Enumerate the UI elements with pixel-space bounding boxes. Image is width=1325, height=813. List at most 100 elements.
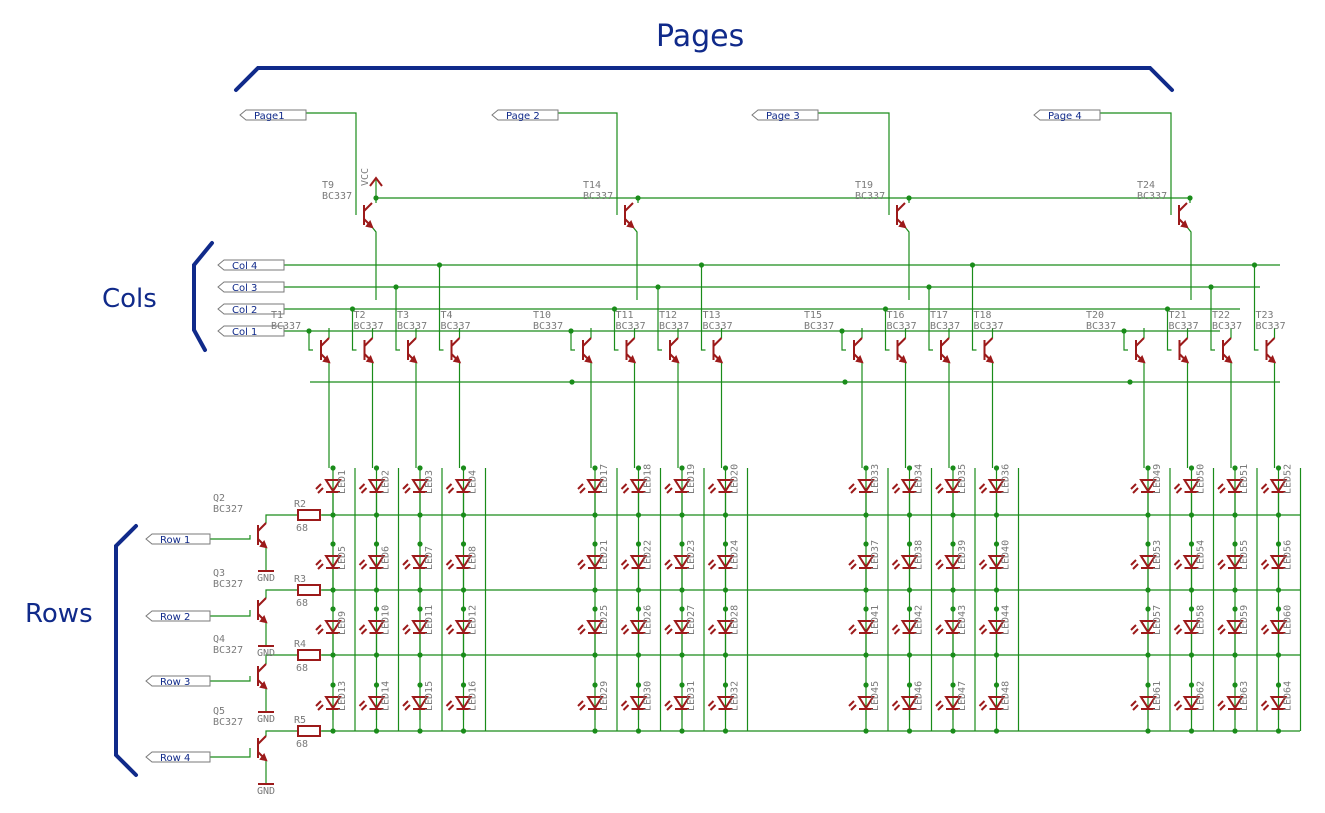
junction-dot — [1232, 682, 1238, 688]
led: LED21 — [577, 540, 610, 570]
col-base — [841, 331, 846, 351]
row-transistor — [257, 663, 268, 690]
led: LED33 — [848, 464, 881, 494]
gnd-label: GND — [257, 786, 275, 797]
led-label: LED53 — [1152, 540, 1163, 570]
junction-dot — [592, 606, 598, 612]
led-label: LED4 — [468, 470, 479, 494]
rows-bracket — [114, 524, 138, 777]
row-label-4-box — [145, 751, 211, 763]
junction-dot — [330, 606, 336, 612]
row-transistor — [257, 522, 268, 549]
row-base — [210, 676, 251, 682]
vcc-label: VCC — [360, 168, 371, 186]
led-label: LED28 — [730, 605, 741, 635]
led: LED37 — [848, 540, 881, 570]
page-wire — [818, 112, 890, 215]
led: LED57 — [1130, 605, 1163, 635]
junction-dot — [679, 682, 685, 688]
led: LED44 — [978, 605, 1012, 635]
page-transistor — [1178, 202, 1189, 229]
col-transistor — [1265, 337, 1277, 364]
led: LED23 — [664, 540, 697, 570]
page-transistor — [624, 202, 635, 229]
led: LED2 — [358, 470, 392, 494]
junction-dot — [460, 541, 467, 547]
led: LED9 — [315, 611, 348, 635]
col-base — [1123, 331, 1128, 351]
led: LED11 — [402, 605, 435, 635]
col-transistor-name: T10 — [533, 310, 551, 321]
col-transistor — [896, 337, 908, 364]
gnd-label: GND — [257, 648, 275, 659]
col-base — [438, 265, 444, 351]
col-transistor-type: BC337 — [397, 321, 427, 332]
junction-dot — [460, 682, 467, 688]
junction-dot — [679, 541, 685, 547]
led-label: LED31 — [686, 681, 697, 711]
col-base — [1210, 287, 1215, 351]
col-transistor-type: BC337 — [271, 321, 301, 332]
junction-dot — [863, 606, 869, 612]
resistor-value: 68 — [296, 739, 308, 750]
col-base — [351, 309, 357, 351]
col-base — [700, 265, 706, 351]
led-label: LED63 — [1239, 681, 1250, 711]
junction-dot — [1208, 284, 1214, 290]
col-transistor-type: BC337 — [930, 321, 960, 332]
led: LED41 — [848, 605, 881, 635]
led-label: LED27 — [686, 605, 697, 635]
col-transistor — [712, 337, 724, 364]
led-label: LED49 — [1152, 464, 1163, 494]
led-label: LED2 — [381, 470, 392, 494]
row-base — [210, 748, 251, 758]
col-transistor — [669, 337, 680, 364]
col-label-3: Col 2 — [232, 305, 257, 316]
col-transistor-name: T3 — [397, 310, 409, 321]
led: LED13 — [315, 681, 348, 711]
pages-bracket — [234, 66, 1174, 92]
led: LED17 — [577, 464, 610, 494]
led: LED18 — [620, 464, 654, 494]
led-label: LED21 — [599, 540, 610, 570]
junction-dot — [1232, 541, 1238, 547]
junction-dot — [950, 682, 956, 688]
led-label: LED42 — [914, 605, 925, 635]
junction-dot — [1188, 682, 1195, 688]
led: LED40 — [978, 540, 1012, 570]
junction-dot — [1145, 541, 1151, 547]
led-label: LED46 — [914, 681, 925, 711]
led: LED7 — [402, 546, 435, 570]
page-label-3-box — [751, 109, 819, 121]
led: LED43 — [935, 605, 968, 635]
junction-dot — [722, 682, 729, 688]
led: LED50 — [1173, 464, 1207, 494]
col-transistor-name: T18 — [974, 310, 992, 321]
col-base — [570, 331, 575, 351]
row-emitter — [265, 730, 298, 736]
row-transistor-name: Q5 — [213, 706, 225, 717]
junction-dot — [993, 682, 1000, 688]
junction-dot — [969, 262, 976, 268]
led: LED8 — [445, 546, 479, 570]
col-transistor — [363, 337, 375, 364]
page-transistor-type: BC337 — [855, 191, 885, 202]
led: LED62 — [1173, 681, 1207, 711]
led-label: LED39 — [957, 540, 968, 570]
led: LED14 — [358, 681, 392, 711]
led: LED58 — [1173, 605, 1207, 635]
led-label: LED55 — [1239, 540, 1250, 570]
page-transistor-type: BC337 — [583, 191, 613, 202]
gnd-label: GND — [257, 573, 275, 584]
col-base — [971, 265, 977, 351]
led-label: LED14 — [381, 681, 392, 711]
vcc-arrow — [369, 176, 383, 187]
col-transistor-name: T15 — [804, 310, 822, 321]
junction-dot — [592, 541, 598, 547]
led: LED25 — [577, 605, 610, 635]
led-label: LED36 — [1001, 464, 1012, 494]
led-label: LED30 — [643, 681, 654, 711]
led-label: LED32 — [730, 681, 741, 711]
components: LED1LED5LED9LED13LED2LED6LED10LED14LED3L… — [257, 176, 1294, 785]
